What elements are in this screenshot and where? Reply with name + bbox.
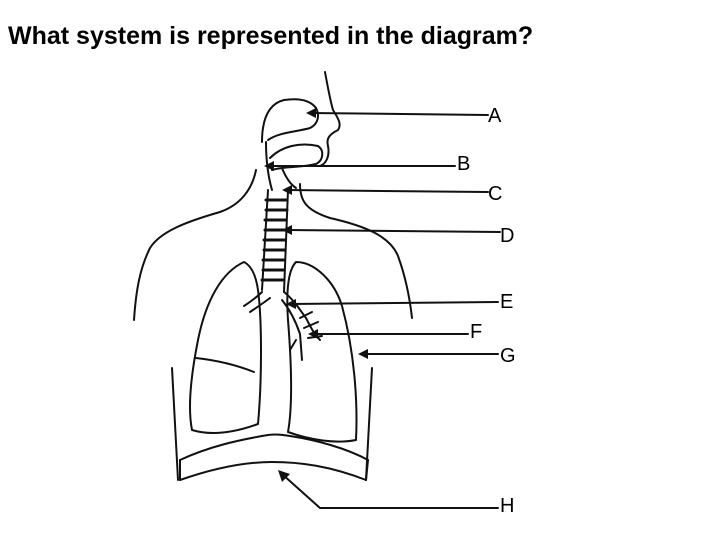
label-f: F — [470, 321, 483, 343]
arrowhead-e — [286, 299, 296, 309]
arrowhead-f — [308, 329, 318, 339]
diaphragm-bottom — [179, 461, 367, 481]
left-lung — [189, 261, 262, 434]
arrowhead-b — [264, 161, 274, 171]
right-lung — [286, 261, 358, 443]
pointer-e — [289, 301, 499, 305]
head-outline — [319, 71, 341, 167]
arrowhead-a — [306, 108, 316, 118]
label-c: C — [488, 183, 503, 205]
neck-left — [133, 169, 257, 321]
pointer-d — [285, 229, 501, 233]
label-h: H — [500, 495, 515, 517]
label-b: B — [457, 153, 471, 175]
arrowhead-g — [358, 349, 368, 359]
label-e: E — [500, 291, 514, 313]
question-title: What system is represented in the diagra… — [8, 22, 534, 50]
bronchioles — [289, 311, 323, 351]
neck-right — [299, 183, 413, 319]
bronchi-left — [243, 291, 271, 313]
left-lung-lobe-line — [195, 357, 255, 373]
arrowhead-c — [282, 185, 292, 195]
arrowhead-h — [278, 470, 290, 482]
diaphragm-ends — [179, 459, 369, 481]
label-g: G — [500, 345, 516, 367]
pointer-a — [309, 112, 489, 116]
trachea-rings — [260, 198, 289, 282]
torso-left — [171, 367, 179, 481]
label-d: D — [500, 225, 515, 247]
arrowhead-d — [282, 225, 292, 235]
nasal-cavity — [261, 98, 319, 143]
diaphragm-top — [179, 433, 369, 461]
pointer-c — [285, 189, 489, 193]
label-a: A — [488, 105, 502, 127]
pointer-h — [281, 473, 499, 509]
